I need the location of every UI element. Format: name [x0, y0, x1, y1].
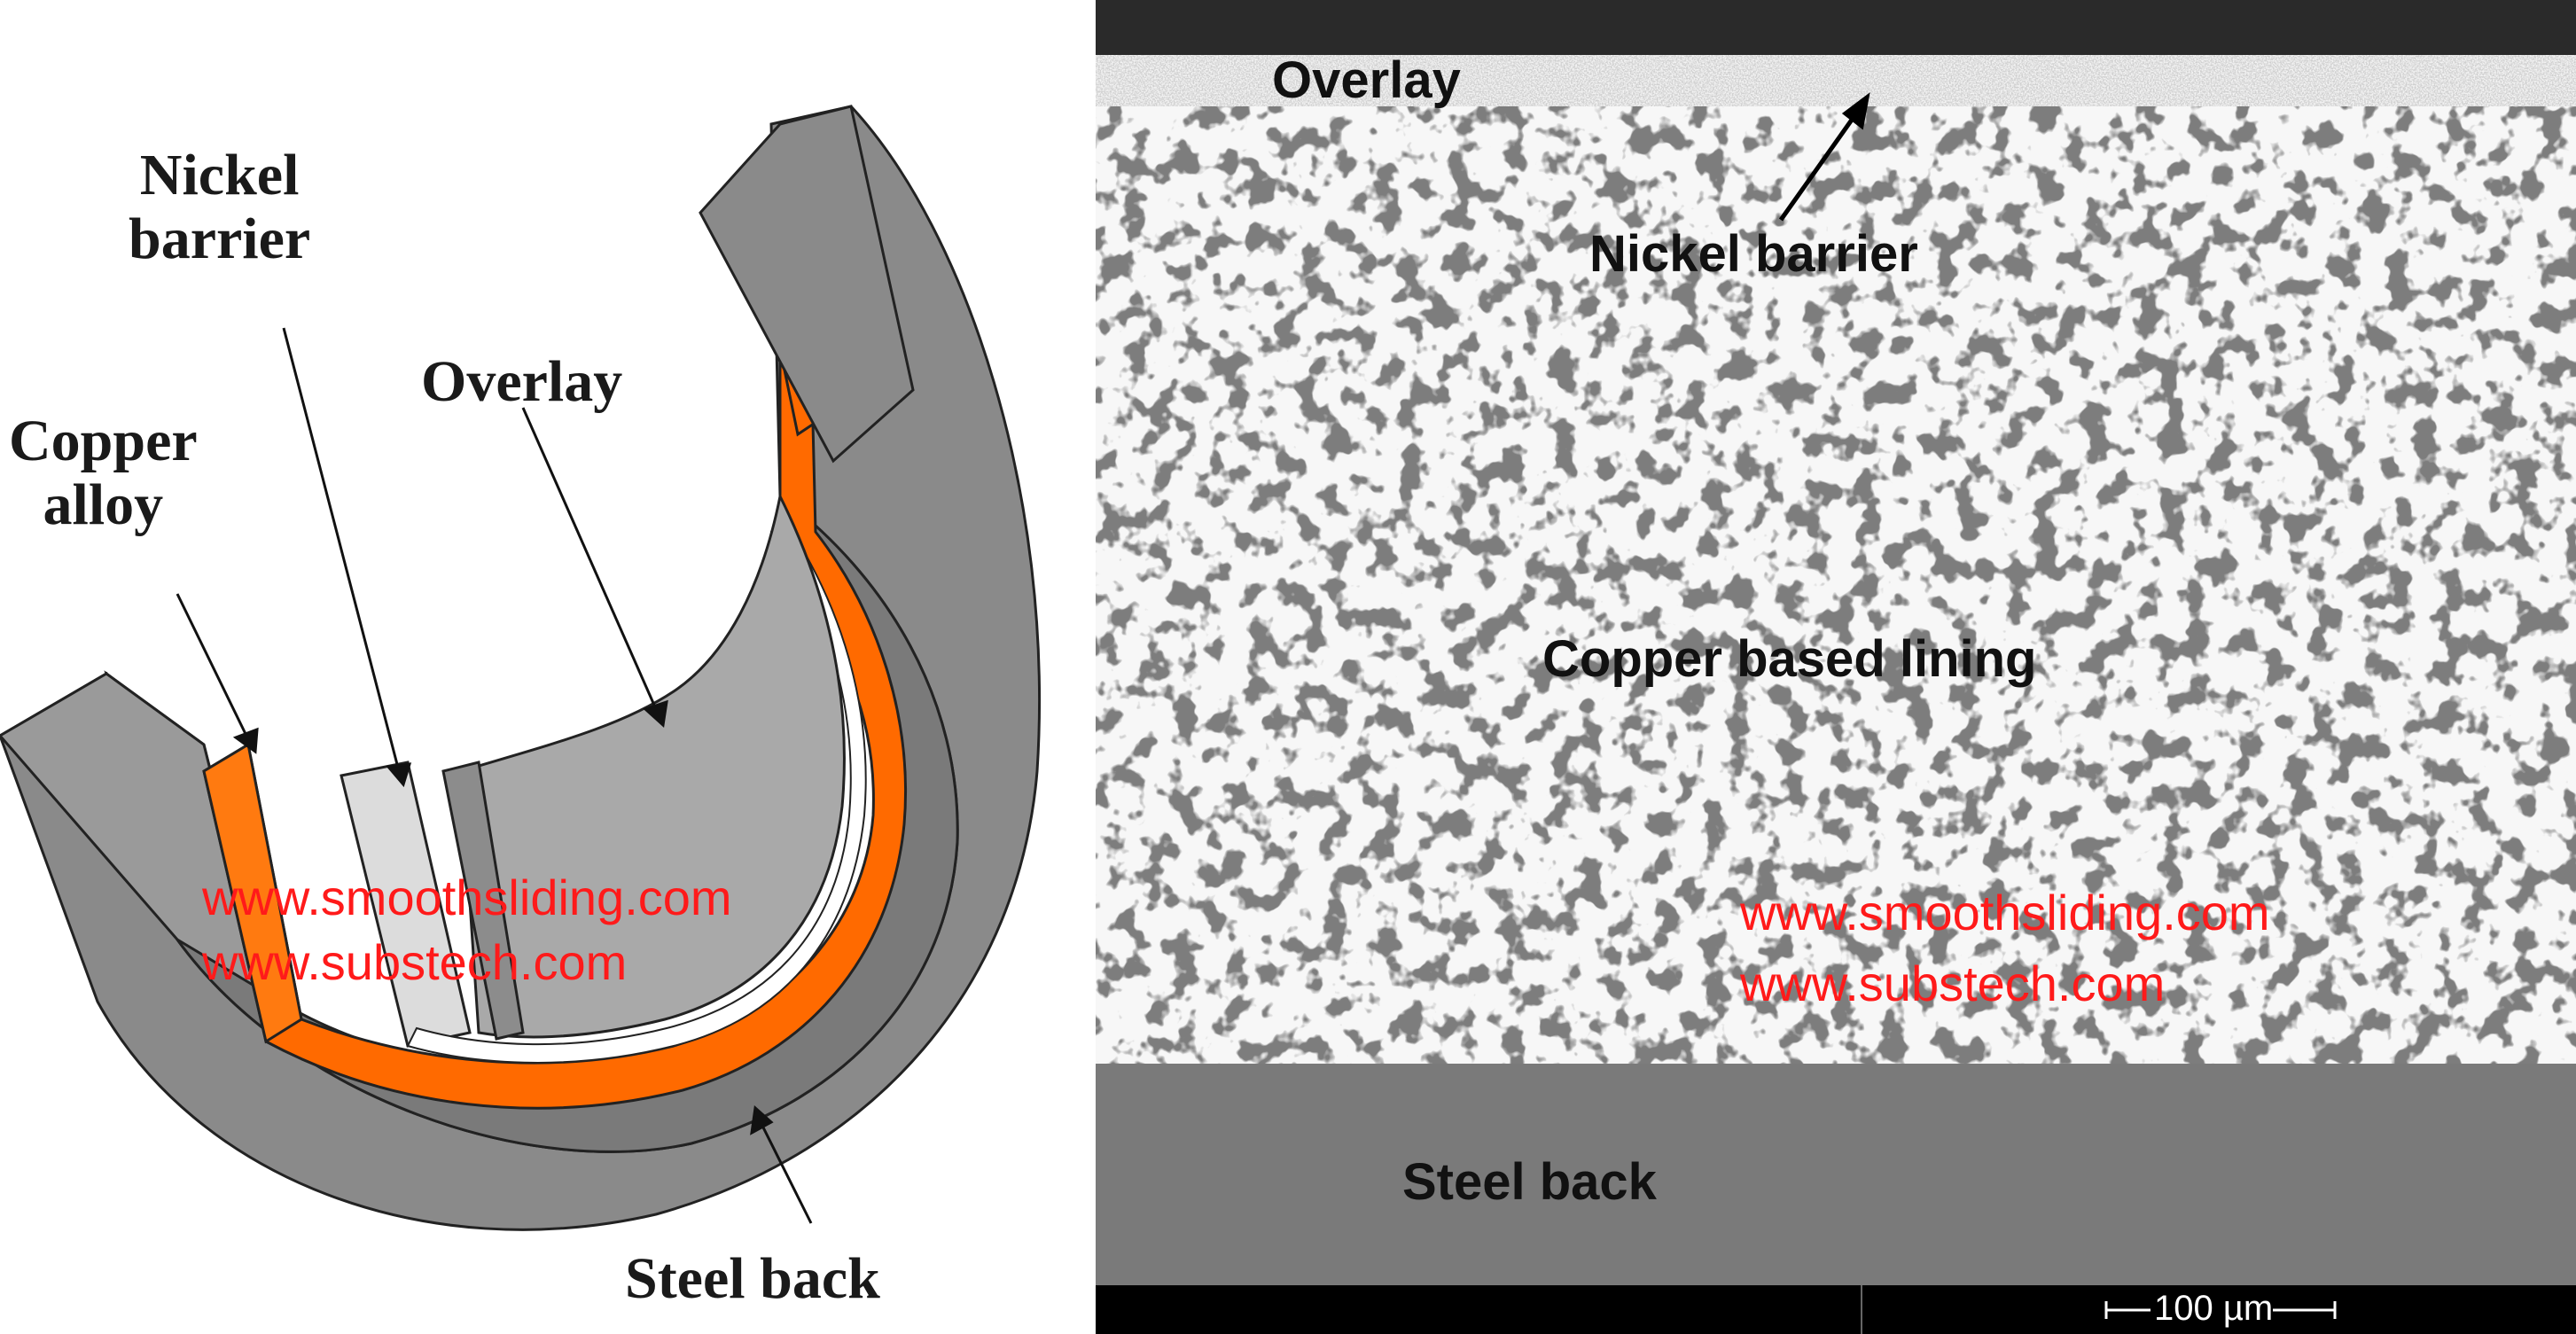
nickel-barrier-band	[406, 512, 867, 1064]
label-nickel-barrier: Nickel barrier	[129, 146, 310, 269]
arrowhead-copper-alloy	[232, 727, 259, 754]
arrow-nickel-barrier	[282, 327, 401, 772]
arrowhead-steel-back	[750, 1105, 774, 1135]
sem-label-nickel-barrier: Nickel barrier	[1589, 225, 1918, 283]
sem-info-bar	[1096, 1285, 2576, 1334]
arrow-overlay	[521, 407, 658, 710]
watermark-substech-right: www.substech.com	[1740, 956, 2166, 1011]
sem-arrow-nickel-barrier	[1778, 92, 1870, 222]
watermark-smoothsliding-right: www.smoothsliding.com	[1740, 885, 2270, 940]
overlay-surface	[459, 492, 846, 1039]
copper-alloy-end-face	[202, 742, 303, 1044]
arrowhead-overlay	[643, 699, 668, 728]
nickel-barrier-end-face	[340, 761, 472, 1048]
scale-bar	[2104, 1301, 2337, 1319]
sem-overlay-texture	[1096, 55, 2576, 106]
bearing-schematic-panel: Nickel barrier Overlay Copper alloy Stee…	[0, 0, 1096, 1334]
steel-back-top-block	[699, 105, 915, 464]
sem-label-steel-back: Steel back	[1402, 1153, 1657, 1211]
label-copper-alloy: Copper alloy	[9, 412, 198, 534]
arrow-copper-alloy	[176, 593, 248, 737]
sem-background-top	[1096, 0, 2576, 55]
label-overlay: Overlay	[421, 349, 623, 414]
leader-arrows	[176, 327, 813, 1224]
sem-steel-back-layer	[1096, 1064, 2576, 1285]
sem-arrowhead	[1841, 92, 1870, 130]
bearing-schematic-drawing	[0, 105, 1041, 1231]
arrow-steel-back	[761, 1125, 813, 1224]
sem-copper-lining-texture	[1096, 106, 2576, 1064]
sem-label-copper-lining: Copper based lining	[1542, 630, 2037, 688]
sem-arrow-line	[1778, 112, 1859, 222]
sem-micrograph-image	[1096, 0, 2576, 1334]
scale-bar-label: 100 µm	[2154, 1289, 2274, 1328]
label-copper-alloy-line1: Copper	[9, 409, 198, 473]
arrowhead-nickel-barrier	[386, 762, 412, 788]
watermark-smoothsliding-left: www.smoothsliding.com	[202, 870, 732, 925]
overlay-end-face	[441, 761, 525, 1041]
label-nickel-barrier-line2: barrier	[129, 207, 311, 271]
label-copper-alloy-line2: alloy	[43, 472, 164, 537]
sem-label-overlay: Overlay	[1272, 51, 1461, 109]
label-steel-back: Steel back	[625, 1246, 880, 1311]
watermark-substech-left: www.substech.com	[202, 934, 628, 990]
sem-micrograph-panel	[1096, 0, 2576, 1334]
label-nickel-barrier-line1: Nickel	[139, 143, 300, 207]
